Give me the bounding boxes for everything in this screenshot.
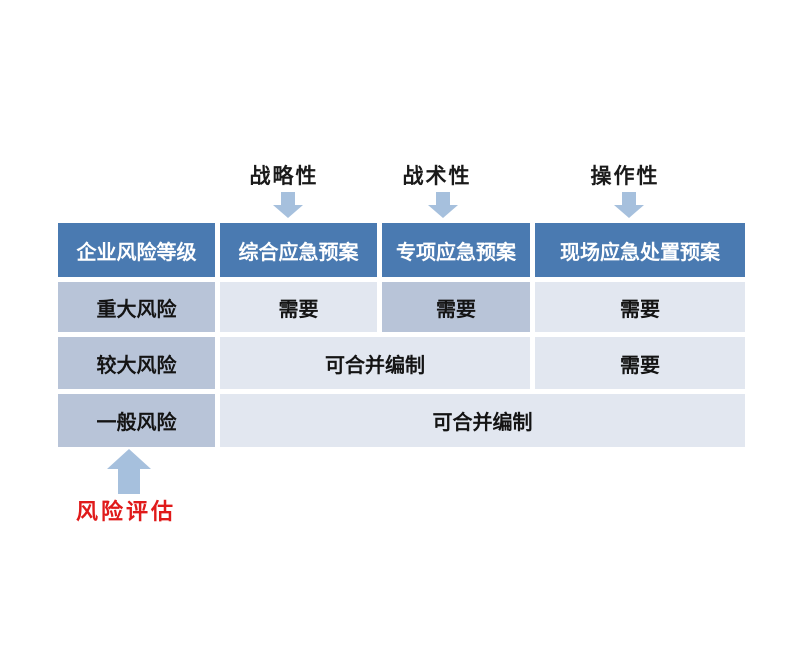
risk-level-cell-general: 一般风险 (58, 394, 215, 447)
table-header-cell-comprehensive-plan: 综合应急预案 (220, 223, 377, 277)
risk-level-cell-major: 重大风险 (58, 282, 215, 332)
table-cell: 需要 (535, 282, 745, 332)
table-header-cell-risk-level: 企业风险等级 (58, 223, 215, 277)
label-strategic: 战略性 (249, 163, 319, 188)
table-cell: 需要 (535, 337, 745, 389)
table-cell: 需要 (220, 282, 377, 332)
down-arrow-icon (614, 192, 644, 218)
table-cell-merged: 可合并编制 (220, 337, 530, 389)
down-arrow-icon (273, 192, 303, 218)
table-header-cell-onsite-plan: 现场应急处置预案 (535, 223, 745, 277)
risk-assessment-label: 风险评估 (76, 499, 177, 525)
label-tactical: 战术性 (402, 163, 472, 188)
risk-level-cell-larger: 较大风险 (58, 337, 215, 389)
up-arrow-icon (107, 449, 151, 494)
emergency-plan-table: 企业风险等级 综合应急预案 专项应急预案 现场应急处置预案 重大风险 需要 需要… (58, 223, 745, 447)
label-operational: 操作性 (590, 163, 660, 188)
table-cell-highlight: 需要 (382, 282, 530, 332)
table-cell-merged: 可合并编制 (220, 394, 745, 447)
table-header-cell-special-plan: 专项应急预案 (382, 223, 530, 277)
down-arrow-icon (428, 192, 458, 218)
